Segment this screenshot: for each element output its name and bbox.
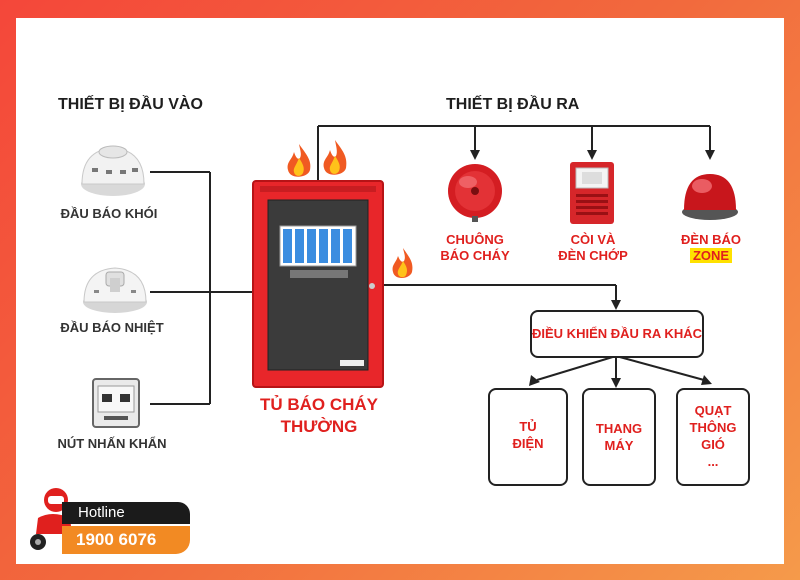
panel-title: TỦ BÁO CHÁY THƯỜNG — [236, 394, 402, 438]
line-to-fan — [615, 355, 705, 381]
arrow-fan — [701, 375, 712, 385]
input-label-smoke: ĐẦU BÁO KHÓI — [60, 206, 158, 221]
other-control-label: ĐIỀU KHIỂN ĐẦU RA KHÁC — [532, 326, 702, 341]
heat-detector-icon — [83, 267, 147, 313]
arrow-zone — [705, 150, 715, 160]
output-label-zone-line1: ĐÈN BÁO — [681, 232, 741, 247]
zone-light-icon — [682, 174, 738, 220]
arrow-elevator — [611, 378, 621, 388]
flame-icon — [287, 144, 311, 177]
output-label-zone: ĐÈN BÁO ZONE — [666, 232, 756, 264]
sub-output-cabinet-text: TỦ ĐIỆN — [490, 418, 566, 452]
fire-alarm-panel-icon — [252, 180, 384, 388]
sub-output-fan-text: QUẠT THÔNG GIÓ ... — [678, 402, 748, 470]
flame-icon — [392, 248, 413, 279]
sub-output-fan-line4: ... — [707, 454, 719, 469]
hotline-label: Hotline — [62, 502, 190, 524]
arrow-bell — [470, 150, 480, 160]
sub-output-cabinet-line1: TỦ — [519, 419, 537, 434]
sub-output-fan-line1: QUẠT — [694, 403, 732, 418]
arrow-horn — [587, 150, 597, 160]
flame-icon — [323, 140, 347, 175]
input-heading: THIẾT BỊ ĐẦU VÀO — [58, 96, 203, 113]
sub-output-elevator-text: THANG MÁY — [584, 420, 654, 454]
hotline-badge[interactable]: Hotline 1900 6076 — [62, 502, 190, 554]
sub-output-fan-line2: THÔNG — [689, 420, 737, 435]
panel-title-line1: TỦ BÁO CHÁY — [259, 395, 379, 414]
zone-badge: ZONE — [689, 248, 733, 263]
output-label-horn-line2: ĐÈN CHỚP — [558, 248, 628, 263]
sub-output-elevator-line1: THANG — [595, 421, 643, 436]
hotline-number[interactable]: 1900 6076 — [62, 526, 190, 554]
output-label-bell-line1: CHUÔNG — [446, 232, 504, 247]
panel-title-line2: THƯỜNG — [280, 417, 358, 436]
output-label-horn-line1: CÒI VÀ — [570, 232, 616, 247]
arrow-other — [611, 300, 621, 310]
manual-call-point-icon — [92, 378, 140, 428]
output-label-bell-line2: BÁO CHÁY — [440, 248, 510, 263]
sub-output-cabinet-line2: ĐIỆN — [512, 436, 544, 451]
sub-output-fan-line3: GIÓ — [701, 437, 725, 452]
sub-output-elevator-line2: MÁY — [604, 438, 634, 453]
smoke-detector-icon — [81, 145, 145, 196]
sub-output-fan: QUẠT THÔNG GIÓ ... — [676, 388, 750, 486]
output-label-horn: CÒI VÀ ĐÈN CHỚP — [548, 232, 638, 264]
output-heading: THIẾT BỊ ĐẦU RA — [446, 96, 580, 113]
output-label-bell: CHUÔNG BÁO CHÁY — [430, 232, 520, 264]
other-control-box: ĐIỀU KHIỂN ĐẦU RA KHÁC — [530, 310, 704, 358]
horn-strobe-icon — [570, 162, 614, 224]
sub-output-cabinet: TỦ ĐIỆN — [488, 388, 568, 486]
sub-output-elevator: THANG MÁY — [582, 388, 656, 486]
input-label-button: NÚT NHẤN KHẨN — [57, 436, 167, 451]
fire-bell-icon — [448, 164, 502, 222]
arrow-cabinet — [529, 375, 540, 386]
input-label-heat: ĐẦU BÁO NHIỆT — [60, 320, 164, 335]
line-to-cabinet — [536, 355, 617, 381]
